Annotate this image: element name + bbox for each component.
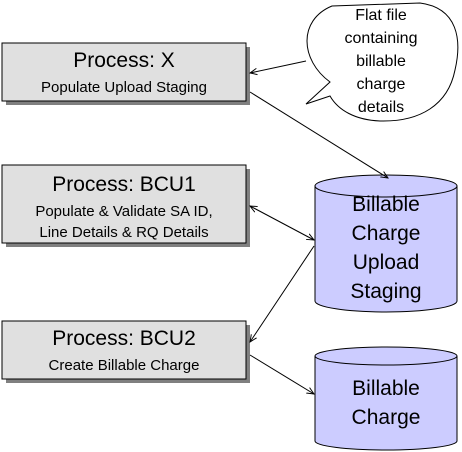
flat-file-line-4: charge <box>357 76 406 93</box>
process-bcu2-box: Process: BCU2 Create Billable Charge <box>1 320 250 383</box>
billable-charge-line-1: Billable <box>352 377 420 400</box>
process-bcu1-title: Process: BCU1 <box>52 173 196 196</box>
upload-staging-line-2: Charge <box>352 222 421 245</box>
process-x-title: Process: X <box>73 49 175 72</box>
upload-staging-line-4: Staging <box>350 280 421 303</box>
process-bcu2-subtitle: Create Billable Charge <box>49 357 200 374</box>
process-bcu1-line-1: Populate & Validate SA ID, <box>35 203 212 220</box>
process-x-box: Process: X Populate Upload Staging <box>1 42 250 105</box>
flat-file-line-3: billable <box>356 53 406 70</box>
upload-staging-line-3: Upload <box>353 251 420 274</box>
flat-file-bubble-shape <box>305 2 459 122</box>
billable-charge-line-2: Charge <box>352 406 421 429</box>
billable-charge-store: Billable Charge <box>314 346 458 451</box>
process-bcu1-box: Process: BCU1 Populate & Validate SA ID,… <box>1 164 250 247</box>
process-bcu2-rect <box>1 320 247 380</box>
flat-file-line-2: containing <box>345 30 418 47</box>
arrow-bcu1-staging-bidirectional <box>250 206 314 240</box>
billable-charge-cylinder-top <box>314 346 458 366</box>
billable-charge-cylinder <box>314 356 458 451</box>
arrow-process-x-to-staging <box>249 91 388 178</box>
process-bcu2-title: Process: BCU2 <box>52 327 196 350</box>
upload-staging-line-1: Billable <box>352 193 420 216</box>
process-x-rect <box>1 42 247 102</box>
process-bcu1-rect <box>1 164 247 244</box>
upload-staging-cylinder <box>314 186 458 313</box>
process-x-subtitle: Populate Upload Staging <box>41 79 207 96</box>
process-bcu1-line-2: Line Details & RQ Details <box>39 224 208 241</box>
arrow-staging-to-bcu2 <box>250 245 315 342</box>
flat-file-line-1: Flat file <box>355 7 407 24</box>
arrow-bcu2-to-billable-charge <box>249 354 314 394</box>
arrow-flatfile-to-process-x <box>250 60 307 73</box>
flat-file-bubble: Flat file containing billable charge det… <box>305 2 459 122</box>
flat-file-line-5: details <box>358 99 404 116</box>
upload-staging-store: Billable Charge Upload Staging <box>314 174 458 313</box>
